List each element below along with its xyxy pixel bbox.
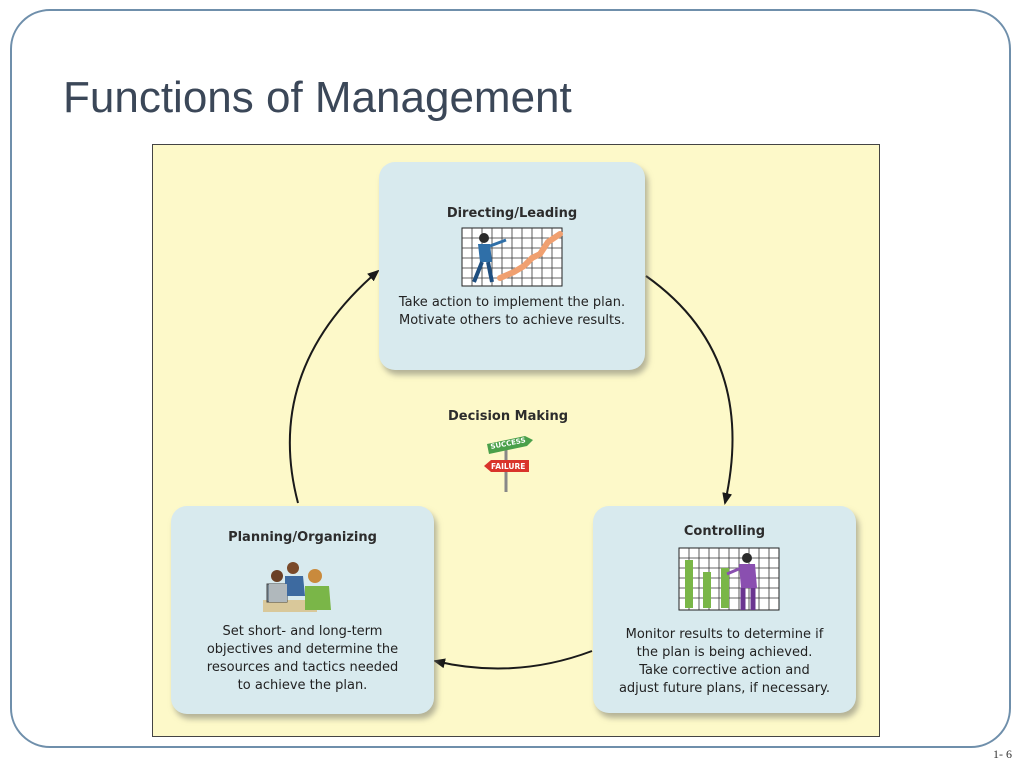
failure-sign-label: FAILURE: [491, 462, 525, 471]
cycle-arrows: [288, 269, 734, 670]
arrow-controlling-to-planning: [433, 650, 593, 670]
directing-leading-title: Directing/Leading: [446, 206, 578, 221]
success-sign-label: SUCCESS: [490, 436, 526, 451]
decision-making-title: Decision Making: [447, 409, 569, 424]
arrow-planning-to-directing: [288, 269, 380, 504]
planning-organizing-text: Set short- and long-term objectives and …: [206, 624, 399, 693]
page-number: 1- 6: [993, 747, 1012, 761]
controlling-text: Monitor results to determine if the plan…: [618, 627, 831, 696]
team-at-computer-icon: [263, 562, 331, 612]
controlling-chart-icon: [678, 547, 780, 611]
directing-leading-text: Take action to implement the plan. Motiv…: [398, 295, 626, 328]
arrow-directing-to-controlling: [645, 275, 734, 505]
leader-chart-icon: [461, 227, 563, 287]
planning-organizing-title: Planning/Organizing: [228, 530, 377, 545]
slide-title: Functions of Management: [63, 73, 572, 122]
controlling-title: Controlling: [683, 524, 766, 539]
planning-organizing-box: Planning/Organizing Set short- and long-…: [171, 506, 434, 714]
diagram-panel: Directing/Leading Take action to impleme…: [152, 144, 880, 737]
directing-leading-box: Directing/Leading Take action to impleme…: [379, 162, 645, 370]
signpost-icon: [484, 436, 533, 492]
controlling-box: Controlling Monitor results to determine…: [593, 506, 856, 713]
signpost-labels: SUCCESS FAILURE: [490, 436, 526, 471]
